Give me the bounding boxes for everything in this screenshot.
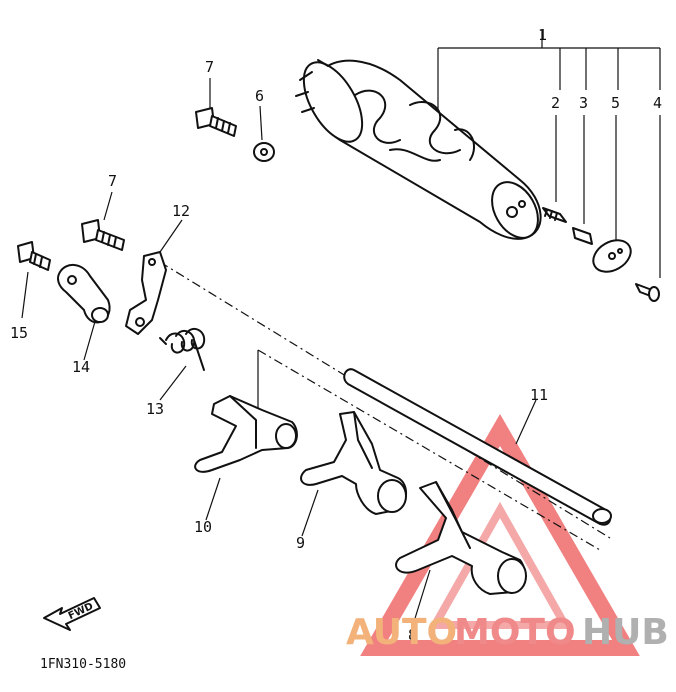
- shift-drum: [295, 59, 542, 240]
- callout-1: 1: [538, 26, 547, 44]
- callout-15: 15: [10, 324, 28, 342]
- callout-7-lower: 7: [108, 172, 117, 190]
- diagram-code: 1FN310-5180: [40, 657, 126, 672]
- watermark-auto: AUTO: [346, 612, 457, 653]
- spring: [159, 327, 206, 371]
- stopper-lever: [57, 264, 111, 324]
- shift-fork-10: [194, 395, 298, 473]
- shift-fork-8: [395, 481, 527, 595]
- callout-10: 10: [194, 518, 212, 536]
- callout-6: 6: [255, 87, 264, 105]
- callout-9: 9: [296, 534, 305, 552]
- fwd-arrow-icon: FWD: [43, 597, 101, 631]
- watermark-triangle: [360, 414, 640, 656]
- bolt-upper: [195, 107, 237, 137]
- callout-5: 5: [611, 94, 620, 112]
- callout-3: 3: [579, 94, 588, 112]
- washer: [253, 142, 275, 162]
- callout-12: 12: [172, 202, 190, 220]
- callout-4: 4: [653, 94, 662, 112]
- stopper-plate: [125, 251, 167, 335]
- callout-2: 2: [551, 94, 560, 112]
- callout-labels: 1 2 3 4 5 6 7 7 8 9 10 11 12 13 14 15: [10, 26, 662, 644]
- watermark-hub: HUB: [582, 612, 669, 653]
- callout-14: 14: [72, 358, 90, 376]
- segment-plate: [592, 239, 632, 273]
- drum-pin-small: [572, 227, 593, 245]
- callout-11: 11: [530, 386, 548, 404]
- watermark-moto: MOTO: [454, 612, 576, 653]
- guide-bar: [343, 368, 612, 526]
- screw: [635, 283, 660, 302]
- drum-pin: [542, 207, 567, 223]
- callout-7-upper: 7: [205, 58, 214, 76]
- watermark-logo: AUTO MOTO HUB: [346, 612, 669, 653]
- bolt-middle: [81, 219, 125, 251]
- shift-fork-9: [300, 411, 407, 515]
- callout-8: 8: [408, 626, 417, 644]
- bolt-left: [17, 241, 51, 271]
- leader-lines: [21, 30, 661, 629]
- callout-13: 13: [146, 400, 164, 418]
